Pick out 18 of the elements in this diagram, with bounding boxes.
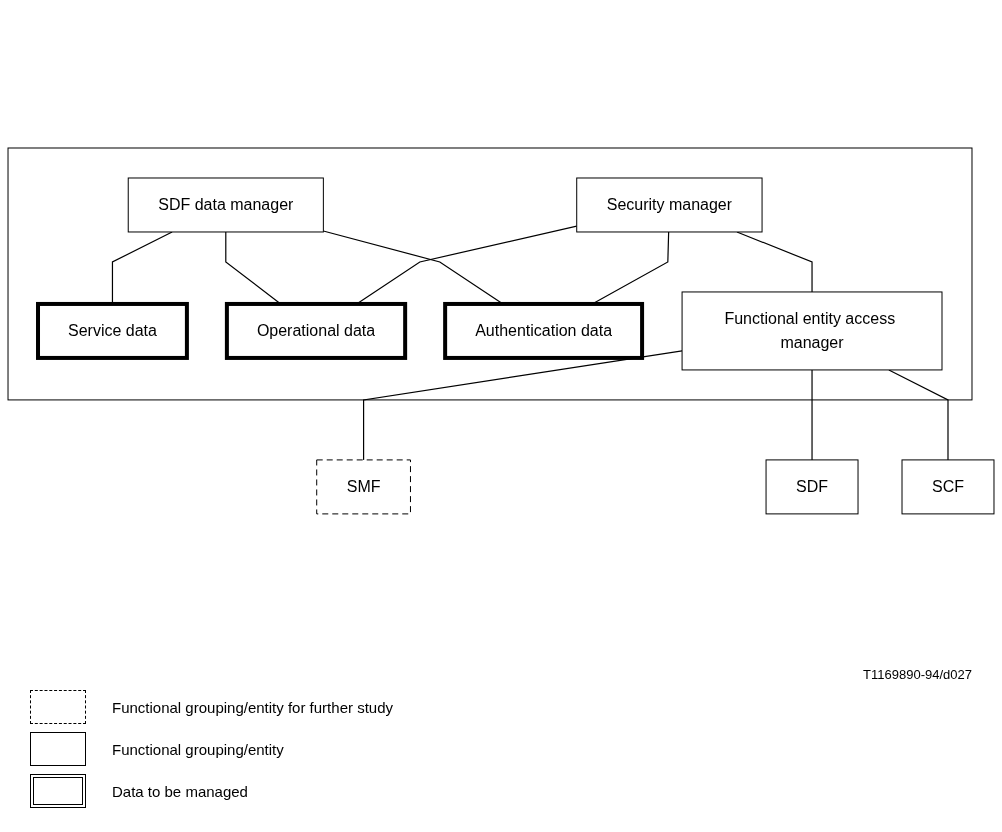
node-box: SCF	[901, 458, 995, 514]
connector	[888, 368, 949, 461]
node-box: SDF	[765, 458, 859, 514]
connector	[363, 349, 683, 461]
connector	[811, 368, 813, 461]
node-box: SMF	[316, 458, 411, 514]
legend-text: Functional grouping/entity	[112, 740, 284, 758]
cluster	[7, 147, 973, 400]
node-box: Security manager	[576, 177, 763, 232]
node-box: Authentication data	[443, 301, 645, 360]
node-box: Service data	[36, 301, 189, 360]
legend-text: Data to be managed	[112, 782, 248, 800]
node-box: Functional entity access manager	[681, 291, 943, 370]
figure-reference: T1169890-94/d027	[863, 667, 972, 682]
node-box: SDF data manager	[127, 177, 324, 232]
node-box: Operational data	[224, 301, 408, 360]
connector	[736, 230, 813, 293]
legend-text: Functional grouping/entity for further study	[112, 698, 393, 716]
